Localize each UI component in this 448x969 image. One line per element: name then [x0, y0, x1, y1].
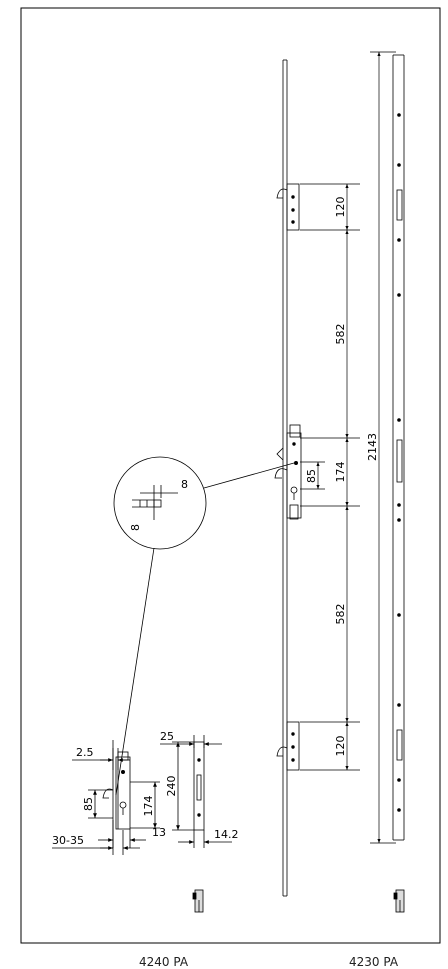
detail-dim-a: 8	[181, 478, 188, 491]
keep-plate-detail	[160, 735, 232, 848]
end-view-keep	[393, 889, 405, 913]
upper-hook-keep	[276, 183, 300, 231]
product-code-lock: 4240 PA	[139, 955, 189, 969]
lock-case-detail	[52, 740, 160, 855]
detail-callout	[113, 456, 295, 796]
dim-upper-spacing: 582	[334, 324, 347, 345]
case-dim-13: 13	[152, 826, 166, 839]
dim-upper-keep: 120	[334, 197, 347, 218]
case-dim-faceplate: 2.5	[76, 746, 94, 759]
drawing-frame	[20, 7, 441, 944]
dim-backset-85: 85	[305, 469, 318, 483]
dimension-chain	[300, 51, 396, 844]
lock-bar	[282, 59, 288, 897]
product-code-keep: 4230 PA	[349, 955, 399, 969]
keep-dim-thickness: 14.2	[214, 828, 239, 841]
dim-overall-length: 2143	[366, 433, 379, 461]
lower-hook-keep	[276, 721, 300, 771]
case-dim-backset: 30-35	[52, 834, 84, 847]
dim-lower-spacing: 582	[334, 604, 347, 625]
detail-dim-b: 8	[129, 524, 142, 531]
keep-dim-width: 25	[160, 730, 174, 743]
case-dim-85: 85	[82, 797, 95, 811]
dim-lower-keep: 120	[334, 736, 347, 757]
dim-center-case: 174	[334, 462, 347, 483]
keep-dim-height: 240	[165, 776, 178, 797]
keep-rail	[392, 54, 405, 841]
case-dim-height: 174	[142, 796, 155, 817]
center-lock-case	[274, 424, 302, 520]
end-view-lock	[192, 889, 204, 913]
